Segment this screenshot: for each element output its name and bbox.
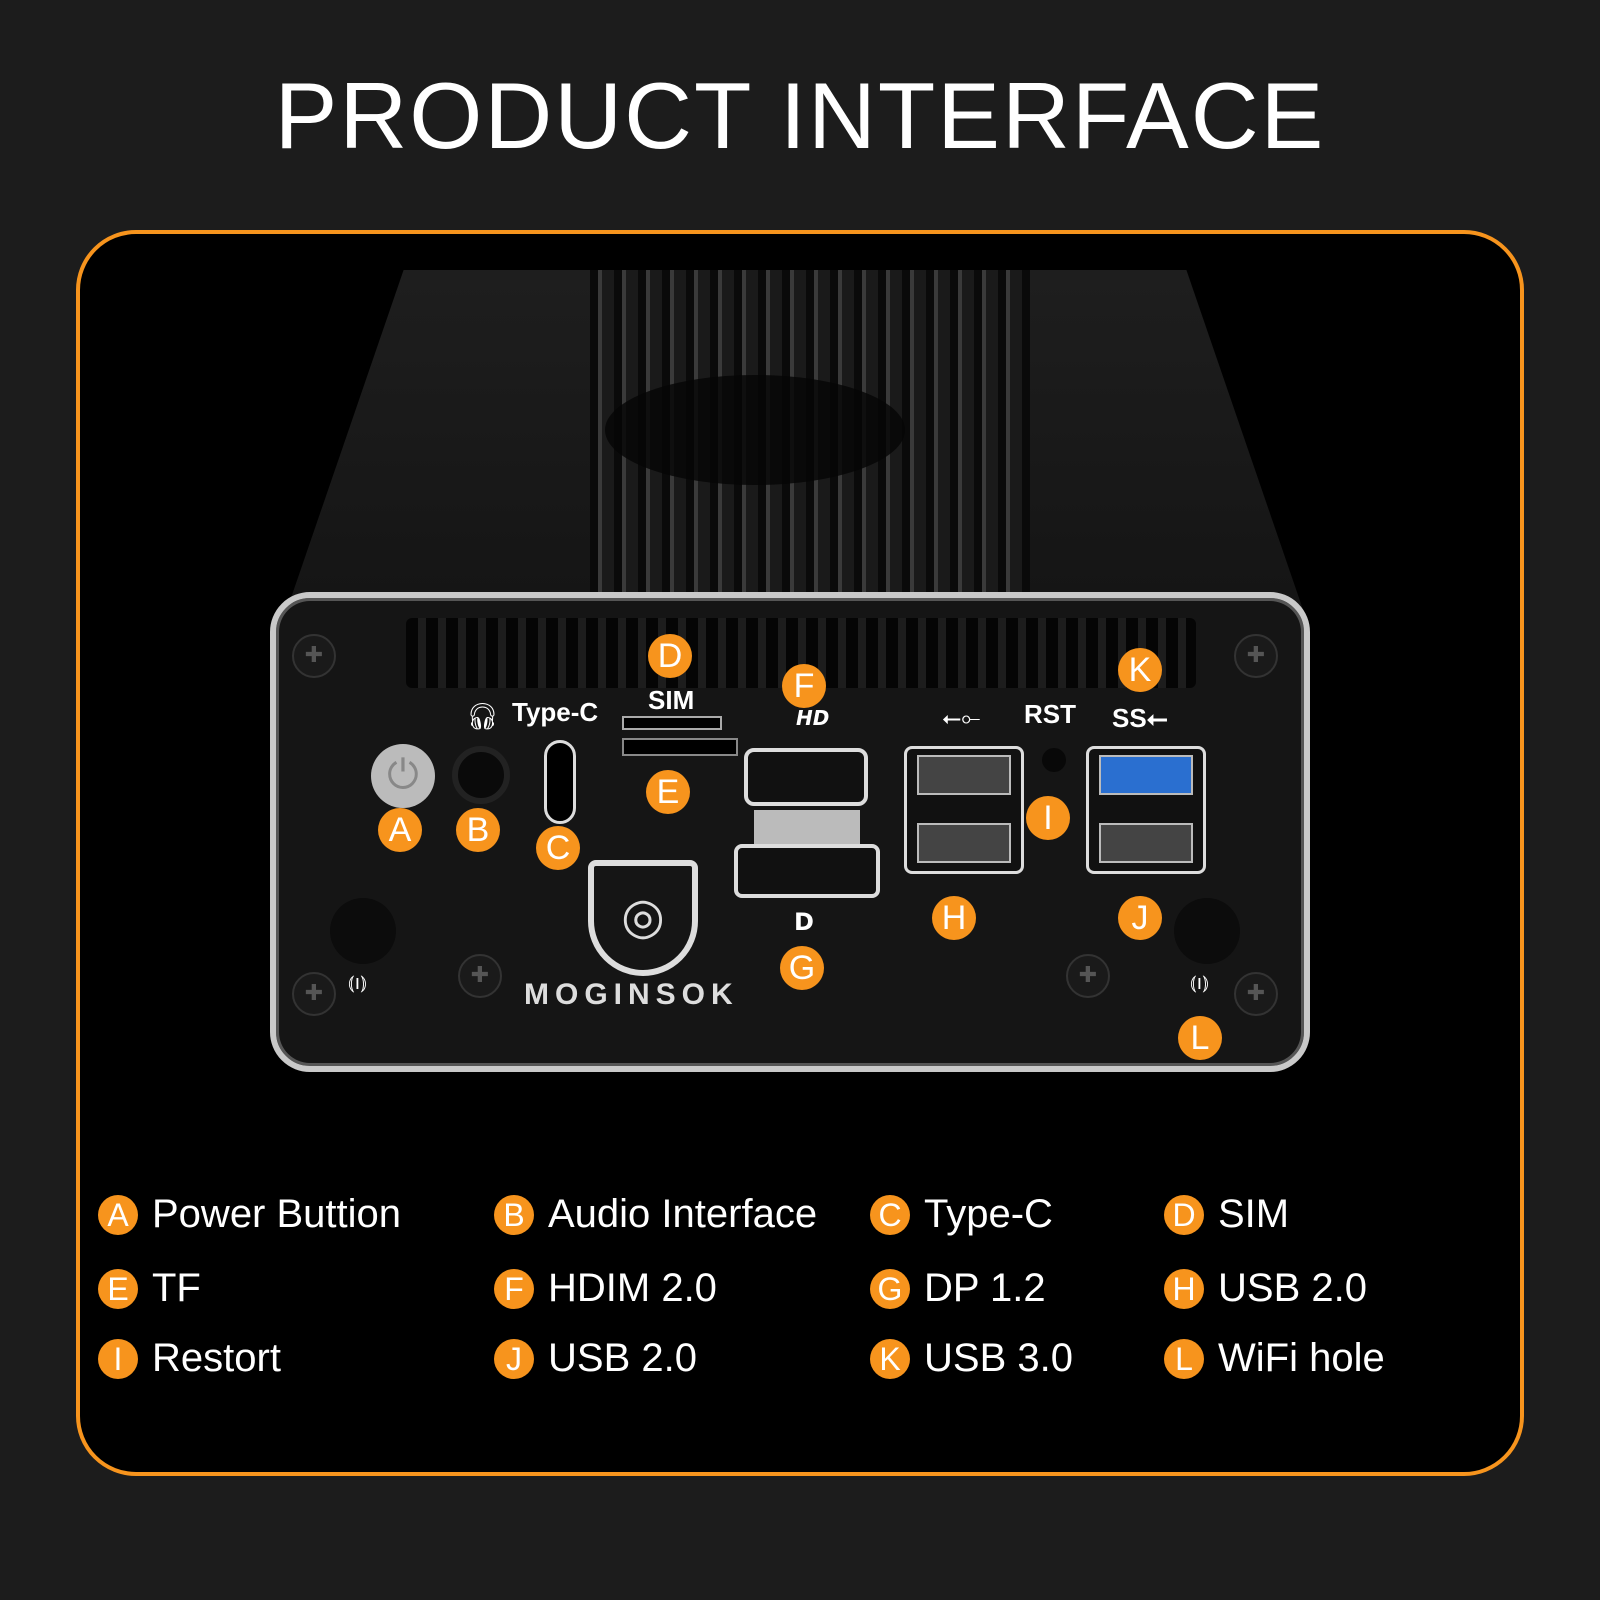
legend-label: USB 3.0 — [924, 1336, 1073, 1380]
legend-item: A Power Buttion — [98, 1192, 401, 1237]
legend-item: J USB 2.0 — [494, 1336, 697, 1381]
legend-label: HDIM 2.0 — [548, 1266, 717, 1310]
reset-hole[interactable] — [1042, 748, 1066, 772]
marker-c: C — [536, 826, 580, 870]
wifi-icon: ⦅ı⦆ — [1190, 970, 1209, 994]
dp-icon: D — [794, 908, 814, 936]
legend-marker: J — [494, 1338, 534, 1379]
legend-marker: D — [1164, 1194, 1204, 1235]
legend-marker: K — [870, 1338, 910, 1379]
legend-label: SIM — [1218, 1192, 1290, 1236]
legend-item: D SIM — [1164, 1192, 1289, 1237]
legend-label: Audio Interface — [548, 1192, 818, 1236]
legend-marker: L — [1164, 1338, 1204, 1379]
legend-marker: B — [494, 1194, 534, 1235]
legend-marker: H — [1164, 1268, 1204, 1309]
power-button[interactable]: ⏻ — [371, 744, 435, 808]
legend-marker: F — [494, 1268, 534, 1309]
rst-label: RST — [1024, 699, 1076, 729]
marker-e: E — [646, 770, 690, 814]
usb-icon: ⭠⟜ — [942, 704, 981, 732]
ss-text: SS — [1112, 703, 1147, 733]
usb-port[interactable] — [917, 823, 1011, 863]
legend-item: E TF — [98, 1266, 201, 1311]
screw-icon: ✚ — [458, 954, 502, 998]
marker-b: B — [456, 808, 500, 852]
headset-icon: 🎧︎ — [466, 702, 500, 732]
legend-item: C Type-C — [870, 1192, 1053, 1237]
legend-label: USB 2.0 — [1218, 1266, 1367, 1310]
ss-usb-label: SS⭠ — [1112, 704, 1168, 732]
legend-item: H USB 2.0 — [1164, 1266, 1367, 1311]
fan-shadow — [605, 375, 905, 485]
screw-icon: ✚ — [1234, 972, 1278, 1016]
usb-2-stack-h — [904, 746, 1024, 874]
legend-label: DP 1.2 — [924, 1266, 1046, 1310]
tf-slot[interactable] — [622, 738, 738, 756]
hd-icon: HD — [796, 706, 830, 730]
wifi-icon: ⦅ı⦆ — [348, 970, 367, 994]
marker-g: G — [780, 946, 824, 990]
legend-label: TF — [152, 1266, 201, 1310]
usb-port[interactable] — [917, 755, 1011, 795]
legend-item: B Audio Interface — [494, 1192, 817, 1237]
displayport-port[interactable] — [734, 844, 880, 898]
hdmi-port[interactable] — [744, 748, 868, 806]
brand-name: MOGINSOK — [524, 978, 739, 1011]
legend-marker: E — [98, 1268, 138, 1309]
legend-marker: G — [870, 1268, 910, 1309]
wifi-antenna-hole — [1174, 898, 1240, 964]
page-title: PRODUCT INTERFACE — [274, 63, 1326, 168]
usb-stack-j-k — [1086, 746, 1206, 874]
screw-icon: ✚ — [292, 634, 336, 678]
brand-logo: ◎ — [588, 860, 698, 976]
marker-f: F — [782, 664, 826, 708]
usb-2-port[interactable] — [1099, 823, 1193, 863]
legend-item: G DP 1.2 — [870, 1266, 1046, 1311]
legend-label: Type-C — [924, 1192, 1053, 1236]
legend-marker: C — [870, 1194, 910, 1235]
usb-3-port[interactable] — [1099, 755, 1193, 795]
legend-item: F HDIM 2.0 — [494, 1266, 717, 1311]
legend-label: USB 2.0 — [548, 1336, 697, 1380]
marker-h: H — [932, 896, 976, 940]
screw-icon: ✚ — [1234, 634, 1278, 678]
legend-item: I Restort — [98, 1336, 281, 1381]
wifi-antenna-hole — [330, 898, 396, 964]
legend-label: Restort — [152, 1336, 281, 1380]
type-c-label: Type-C — [512, 697, 599, 727]
legend-item: L WiFi hole — [1164, 1336, 1385, 1381]
marker-k: K — [1118, 648, 1162, 692]
marker-j: J — [1118, 896, 1162, 940]
usb-icon: ⭠ — [1146, 703, 1168, 733]
screw-icon: ✚ — [292, 972, 336, 1016]
audio-jack[interactable] — [452, 746, 510, 804]
marker-l: L — [1178, 1016, 1222, 1060]
sim-slot[interactable] — [622, 716, 722, 730]
marker-i: I — [1026, 796, 1070, 840]
type-c-port[interactable] — [544, 740, 576, 824]
sim-label: SIM — [648, 685, 695, 715]
screw-icon: ✚ — [1066, 954, 1110, 998]
marker-d: D — [648, 634, 692, 678]
legend-label: Power Buttion — [152, 1192, 402, 1236]
legend-marker: A — [98, 1194, 138, 1235]
legend-item: K USB 3.0 — [870, 1336, 1073, 1381]
marker-a: A — [378, 808, 422, 852]
legend-label: WiFi hole — [1218, 1336, 1385, 1380]
legend-marker: I — [98, 1338, 138, 1379]
